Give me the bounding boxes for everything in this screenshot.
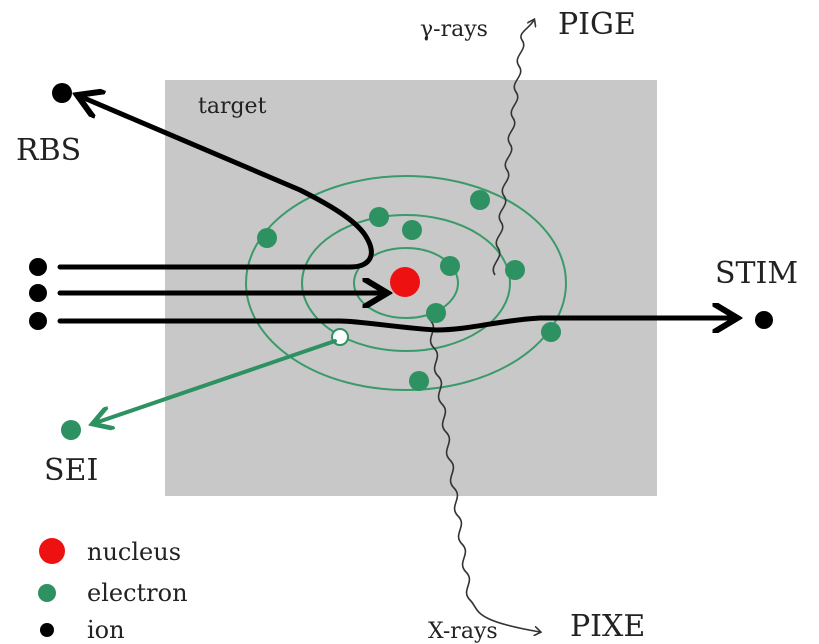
electron-orbits [245, 175, 567, 391]
legend-ion-swatch [40, 623, 54, 637]
legend-electron-swatch [38, 584, 56, 602]
stim-ion [755, 311, 773, 329]
electron [426, 303, 446, 323]
incoming-ion-2 [29, 284, 47, 302]
orbit-middle [301, 214, 511, 352]
rbs-label: RBS [16, 133, 81, 168]
target-label: target [198, 94, 267, 119]
electron [409, 371, 429, 391]
electrons [257, 190, 561, 391]
pige-label: PIGE [558, 7, 636, 42]
sei-electron-path [98, 339, 337, 422]
gamma-rays-label: γ-rays [420, 17, 488, 42]
rbs-ion [52, 83, 72, 103]
legend-nucleus-swatch [39, 538, 65, 564]
sei-label: SEI [44, 453, 98, 488]
electron [440, 256, 460, 276]
orbit-outer [245, 175, 567, 391]
x-ray-wave [429, 319, 540, 632]
gamma-ray-wave [492, 20, 534, 276]
legend: nucleus electron ion [38, 538, 188, 644]
electron [470, 190, 490, 210]
incoming-ion-1 [29, 258, 47, 276]
legend-ion-label: ion [87, 616, 125, 644]
pixe-label: PIXE [570, 609, 645, 644]
sei-electron [61, 420, 81, 440]
electron [505, 260, 525, 280]
nucleus [390, 267, 420, 297]
stim-label: STIM [715, 256, 798, 291]
legend-nucleus-label: nucleus [87, 538, 181, 566]
legend-electron-label: electron [87, 579, 188, 607]
electron [369, 207, 389, 227]
electron [402, 220, 422, 240]
stim-ion-path [57, 318, 730, 330]
rbs-ion-path [57, 98, 374, 270]
electron [257, 228, 277, 248]
x-rays-label: X-rays [428, 619, 498, 644]
electron [541, 322, 561, 342]
incoming-ion-3 [29, 312, 47, 330]
orbit-inner [353, 247, 459, 319]
